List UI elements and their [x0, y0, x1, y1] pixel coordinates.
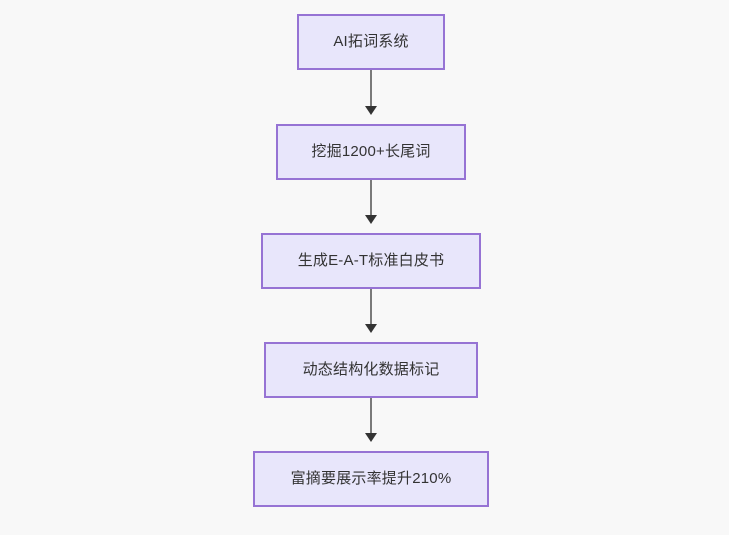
flowchart-node-dynamic-structured-data-markup[interactable]: 动态结构化数据标记 — [264, 342, 478, 398]
flowchart-node-ai-keyword-system[interactable]: AI拓词系统 — [297, 14, 445, 70]
arrow-head-icon — [365, 324, 377, 333]
flowchart-node-rich-snippet-rate-increase[interactable]: 富摘要展示率提升210% — [253, 451, 489, 507]
edge-line — [370, 180, 372, 216]
edge-line — [370, 70, 372, 107]
flowchart-node-generate-eat-whitepaper[interactable]: 生成E-A-T标准白皮书 — [261, 233, 481, 289]
flowchart-node-label: AI拓词系统 — [333, 33, 409, 50]
arrow-head-icon — [365, 106, 377, 115]
flowchart-node-label: 生成E-A-T标准白皮书 — [297, 252, 445, 269]
arrow-head-icon — [365, 433, 377, 442]
flowchart-node-label: 富摘要展示率提升210% — [290, 470, 452, 487]
arrow-head-icon — [365, 215, 377, 224]
flowchart-node-label: 动态结构化数据标记 — [302, 361, 440, 378]
edge-line — [370, 398, 372, 434]
flowchart-node-label: 挖掘1200+长尾词 — [311, 143, 431, 160]
flowchart-node-mine-longtail-keywords[interactable]: 挖掘1200+长尾词 — [276, 124, 466, 180]
edge-line — [370, 289, 372, 325]
